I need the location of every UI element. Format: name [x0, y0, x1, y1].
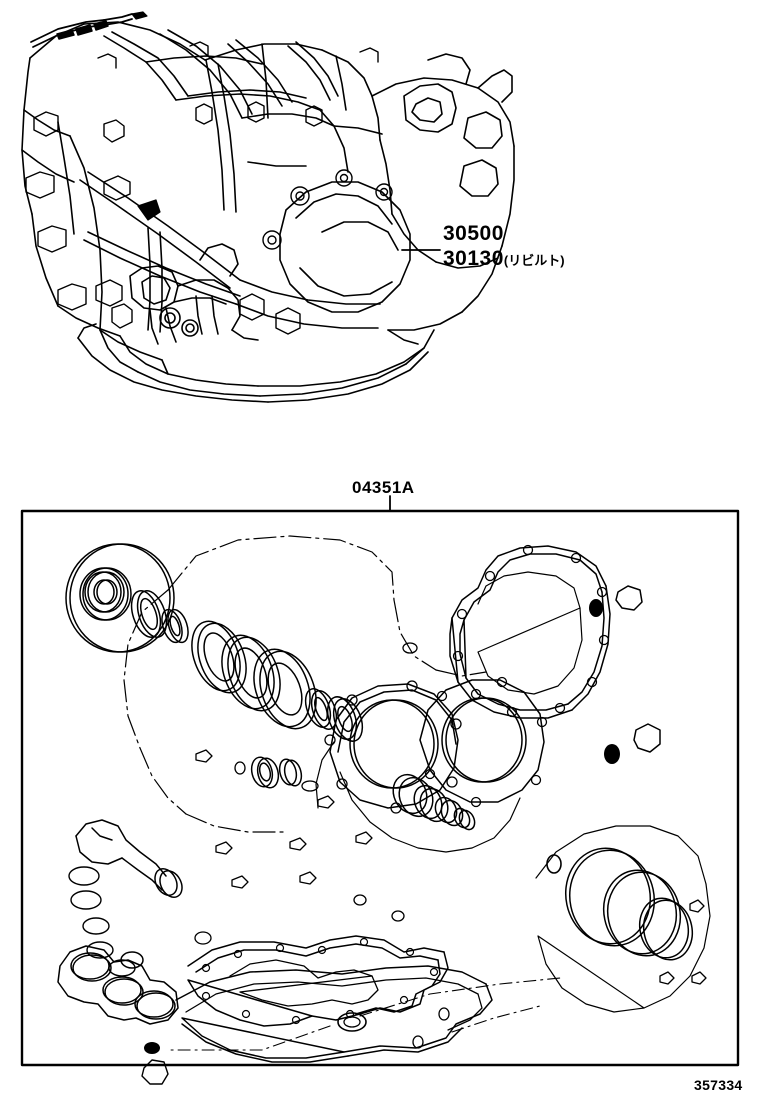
gasket-kit-illustration: [57, 535, 711, 1085]
callout-label-04351a: 04351A: [352, 478, 415, 497]
shift-lever-bracket: [129, 243, 259, 345]
side-cover-gasket-bolt-holes: [452, 544, 610, 718]
converter-face-bosses: [262, 169, 393, 250]
drain-plug-parts: [141, 1042, 169, 1085]
callout-label-30130: 30130(リビルト): [443, 247, 565, 271]
callout-label-30130-note: (リビルト): [503, 253, 565, 268]
converter-bulge: [279, 181, 411, 313]
case-cover-seal-rings: [564, 847, 694, 961]
case-top-ribs: [103, 29, 339, 127]
cover-bolt-holes: [659, 899, 707, 985]
oil-pump-gasket-bolt-holes: [324, 680, 462, 814]
small-parts-scatter: [194, 749, 405, 945]
dipstick-grip-icon: [131, 11, 148, 20]
clutch-seal-ring-2: [221, 634, 281, 712]
clutch-seal-ring-1: [191, 620, 247, 694]
case-left-mounts: [25, 111, 131, 311]
oil-pan: [99, 329, 435, 397]
oring-small-center: [402, 642, 418, 654]
torque-converter-housing: [371, 77, 515, 331]
clutch-seal-ring-3: [253, 648, 317, 730]
case-cover-phantom: [535, 825, 711, 1013]
center-case-phantom: [315, 741, 521, 853]
figure-number: 357334: [694, 1077, 743, 1093]
case-diagonal-webs: [79, 171, 241, 333]
oring-column: [68, 866, 136, 977]
oil-pan-gasket-rim: [185, 977, 483, 1031]
extension-shaft-seal: [392, 773, 476, 831]
case-left-wall: [21, 109, 163, 361]
side-cover-gasket: [449, 545, 611, 719]
mid-seal-cluster: [234, 756, 319, 792]
seal-ring-small-1: [130, 590, 168, 638]
union-tube-sleeve: [75, 819, 183, 898]
pan-face-bosses: [95, 279, 301, 335]
plug-oring-group-right: [589, 585, 661, 764]
case-contours: [57, 43, 347, 235]
callout-label-30130-number: 30130: [443, 247, 504, 270]
gasket-kit-frame: [20, 509, 740, 1067]
pan-leader-lines: [169, 977, 561, 1051]
drain-plug-gasket-inner: [343, 1016, 361, 1028]
side-cover-face: [477, 571, 583, 695]
valve-body-gasket-small: [57, 945, 179, 1025]
valve-body-gasket-holes: [201, 937, 439, 1025]
case-tab-icon: [137, 199, 161, 221]
phantom-case-outline: [123, 535, 487, 833]
callout-label-30500: 30500: [443, 222, 504, 245]
seal-ring-small-2: [161, 608, 189, 644]
case-center-body: [235, 109, 393, 329]
rib-clip-marks: [97, 41, 379, 127]
drain-plug-gasket: [337, 1012, 367, 1032]
cover-oring-small: [546, 854, 562, 874]
front-pump-gasket: [65, 543, 175, 653]
rear-housing-detail: [403, 53, 513, 197]
pan-bolt-markers: [412, 1007, 450, 1049]
oil-pump-gasket-plate: [329, 683, 459, 809]
front-oil-seal: [84, 571, 125, 613]
oil-pan-rim: [77, 323, 429, 403]
